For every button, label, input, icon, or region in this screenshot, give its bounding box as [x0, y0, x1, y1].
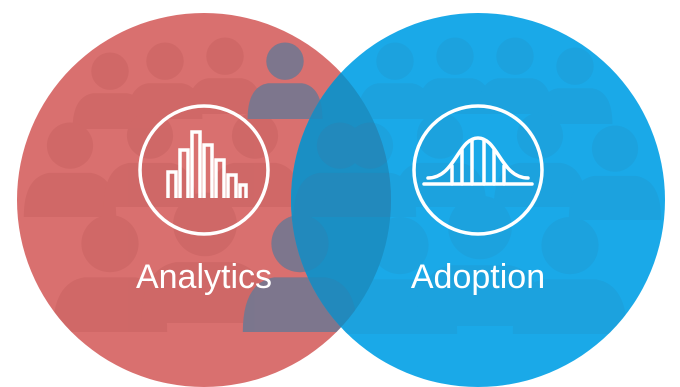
bell-curve-icon	[412, 104, 544, 236]
analytics-label: Analytics	[136, 258, 272, 296]
bar-chart-icon	[138, 104, 270, 236]
adoption-label: Adoption	[411, 258, 545, 296]
adoption-circle	[291, 13, 665, 387]
